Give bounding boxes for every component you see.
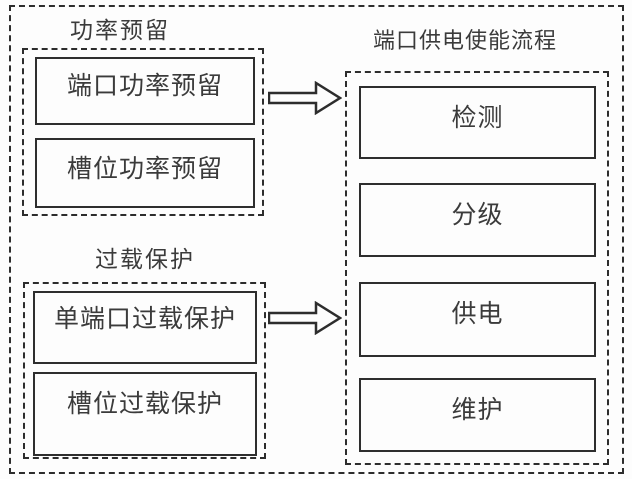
- group-box-overload-protection: [23, 282, 266, 459]
- group-label-overload-protection: 过载保护: [95, 247, 195, 272]
- right-arrow-icon: [268, 301, 342, 335]
- group-label-port-power-enable-flow: 端口供电使能流程: [372, 28, 557, 53]
- node-detection: 检测: [359, 86, 596, 159]
- node-power-supply: 供电: [359, 282, 596, 357]
- group-box-port-power-enable-flow: [345, 71, 609, 465]
- group-box-power-reservation: [22, 48, 264, 216]
- node-slot-overload-protection: 槽位过载保护: [33, 372, 257, 456]
- right-arrow-icon: [268, 81, 342, 115]
- node-classification: 分级: [359, 183, 596, 257]
- node-slot-power-reservation: 槽位功率预留: [35, 138, 255, 208]
- node-port-power-reservation: 端口功率预留: [35, 57, 255, 125]
- group-label-power-reservation: 功率预留: [70, 18, 170, 43]
- node-maintenance: 维护: [359, 378, 596, 452]
- outer-dashed-border: [9, 5, 624, 474]
- node-single-port-overload-protection: 单端口过载保护: [33, 291, 257, 364]
